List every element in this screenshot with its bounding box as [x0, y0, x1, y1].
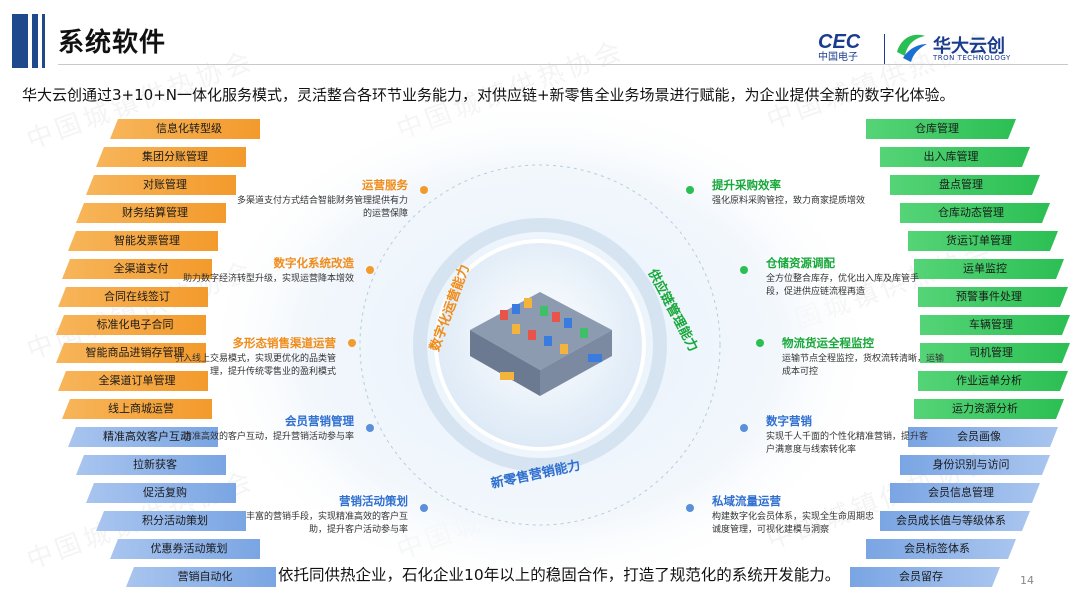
capability-tag: 集团分账管理	[96, 147, 246, 167]
capability-tag: 对账管理	[86, 175, 236, 195]
feature-block: 运营服务多渠道支付方式结合智能财务管理提供有力的运营保障	[234, 178, 408, 221]
capability-tag: 积分活动策划	[96, 511, 246, 531]
feature-description: 丰富的营销手段，实现精准高效的客户互助，提升客户活动参与率	[245, 512, 408, 535]
footer-statement: 依托同供热企业，石化企业10年以上的稳固合作，打造了规范化的系统开发能力。	[278, 566, 841, 584]
capability-tag: 全渠道支付	[62, 259, 212, 279]
capability-tag: 货运订单管理	[908, 231, 1058, 251]
company-logo: 华大云创 TRON TECHNOLOGY	[893, 30, 1023, 66]
feature-description: 实现千人千面的个性化精准营销，提升客户满意度与线索转化率	[766, 432, 929, 455]
feature-dot	[366, 424, 374, 432]
feature-title: 提升采购效率	[712, 178, 781, 192]
capability-tag: 智能发票管理	[68, 231, 218, 251]
capability-tag: 全渠道订单管理	[58, 371, 208, 391]
feature-title: 仓储资源调配	[766, 256, 835, 270]
feature-block: 数字化系统改造助力数字经济转型升级，实现运营降本增效	[180, 256, 354, 286]
feature-dot	[686, 186, 694, 194]
capability-tag: 会员信息管理	[890, 483, 1040, 503]
capability-tag: 司机管理	[920, 343, 1070, 363]
page-subtitle: 华大云创通过3+10+N一体化服务模式，灵活整合各环节业务能力，对供应链+新零售…	[22, 86, 955, 104]
feature-dot	[348, 339, 356, 347]
capability-tag: 精准高效客户互动	[68, 427, 218, 447]
feature-description: 全方位整合库存，优化出入库及库管手段，促进供应链流程再造	[766, 274, 920, 297]
feature-title: 营销活动策划	[339, 494, 408, 508]
middle-ring	[413, 218, 667, 472]
capability-tag: 智能商品进销存管理	[56, 343, 206, 363]
page-number: 14	[1020, 574, 1034, 587]
warehouse-illustration	[470, 292, 612, 396]
feature-title: 会员营销管理	[285, 414, 354, 428]
feature-title: 数字营销	[766, 414, 812, 428]
feature-block: 多形态销售渠道运营引入线上交易模式，实现更优化的品类管理，提升传统零售业的盈利模…	[162, 336, 336, 379]
capability-tag: 标准化电子合同	[56, 315, 206, 335]
feature-dot	[420, 186, 428, 194]
company-logo-icon	[897, 34, 927, 62]
feature-dot	[740, 424, 748, 432]
header-divider	[58, 64, 1068, 65]
feature-title: 运营服务	[362, 178, 408, 192]
capability-tag: 合同在线签订	[58, 287, 208, 307]
feature-dot	[686, 504, 694, 512]
feature-description: 助力数字经济转型升级，实现运营降本增效	[182, 274, 354, 284]
capability-tag: 盘点管理	[890, 175, 1040, 195]
feature-block: 数字营销实现千人千面的个性化精准营销，提升客户满意度与线索转化率	[766, 414, 930, 457]
cec-logo-subtext: 中国电子	[818, 52, 858, 63]
capability-tag: 促活复购	[86, 483, 236, 503]
capability-tag: 作业运单分析	[918, 371, 1068, 391]
feature-description: 强化原料采购管控，致力商家提质增效	[712, 196, 866, 206]
company-logo-name: 华大云创	[933, 36, 1005, 57]
feature-title: 私域流量运营	[712, 494, 781, 508]
capability-tag: 仓库管理	[866, 119, 1016, 139]
capability-tag: 出入库管理	[880, 147, 1030, 167]
feature-description: 引入线上交易模式，实现更优化的品类管理，提升传统零售业的盈利模式	[173, 354, 336, 377]
feature-block: 仓储资源调配全方位整合库存，优化出入库及库管手段，促进供应链流程再造	[766, 256, 930, 299]
title-accent-bar	[12, 14, 28, 68]
capability-tag: 运力资源分析	[914, 399, 1064, 419]
outer-dashed-ring	[359, 164, 721, 526]
feature-block: 提升采购效率强化原料采购管控，致力商家提质增效	[712, 178, 876, 208]
feature-block: 私域流量运营构建数字化会员体系，实现全生命周期忠诚度管理，可视化建模与洞察	[712, 494, 876, 537]
capability-tag: 线上商城运营	[62, 399, 212, 419]
capability-tag: 会员标签体系	[866, 539, 1016, 559]
feature-dot	[420, 504, 428, 512]
capability-tag: 会员留存	[850, 567, 1000, 587]
cec-logo-text: CEC	[818, 31, 861, 53]
feature-block: 营销活动策划丰富的营销手段，实现精准高效的客户互助，提升客户活动参与率	[234, 494, 408, 537]
capability-tag: 运单监控	[914, 259, 1064, 279]
feature-dot	[366, 266, 374, 274]
feature-title: 物流货运全程监控	[782, 336, 874, 350]
capability-tag: 拉新获客	[76, 455, 226, 475]
feature-title: 数字化系统改造	[273, 256, 355, 270]
feature-block: 会员营销管理精准高效的客户互动，提升营销活动参与率	[180, 414, 354, 444]
feature-block: 物流货运全程监控运输节点全程监控，货权流转清晰，运输成本可控	[782, 336, 946, 379]
feature-description: 多渠道支付方式结合智能财务管理提供有力的运营保障	[236, 196, 408, 219]
capability-tag: 会员成长值与等级体系	[880, 511, 1030, 531]
page-title: 系统软件	[58, 28, 167, 58]
capability-tag: 信息化转型级	[110, 119, 260, 139]
capability-tag: 优惠券活动策划	[110, 539, 260, 559]
feature-dot	[756, 339, 764, 347]
feature-description: 精准高效的客户互动，提升营销活动参与率	[182, 432, 354, 442]
cec-logo: CEC 中国电子	[818, 32, 876, 68]
capability-tag: 仓库动态管理	[900, 203, 1050, 223]
capability-tag: 财务结算管理	[76, 203, 226, 223]
capability-tag: 身份识别与访问	[900, 455, 1050, 475]
feature-description: 运输节点全程监控，货权流转清晰，运输成本可控	[782, 354, 945, 377]
feature-description: 构建数字化会员体系，实现全生命周期忠诚度管理，可视化建模与洞察	[712, 512, 875, 535]
feature-title: 多形态销售渠道运营	[232, 336, 337, 350]
company-logo-en: TRON TECHNOLOGY	[933, 54, 1011, 62]
capability-tag: 营销自动化	[126, 567, 276, 587]
title-accent-bar	[42, 14, 45, 68]
capability-tag: 会员画像	[908, 427, 1058, 447]
capability-tag: 预警事件处理	[918, 287, 1068, 307]
feature-dot	[740, 266, 748, 274]
capability-tag: 车辆管理	[920, 315, 1070, 335]
title-accent-bar	[32, 14, 38, 68]
logo-separator	[884, 34, 885, 64]
